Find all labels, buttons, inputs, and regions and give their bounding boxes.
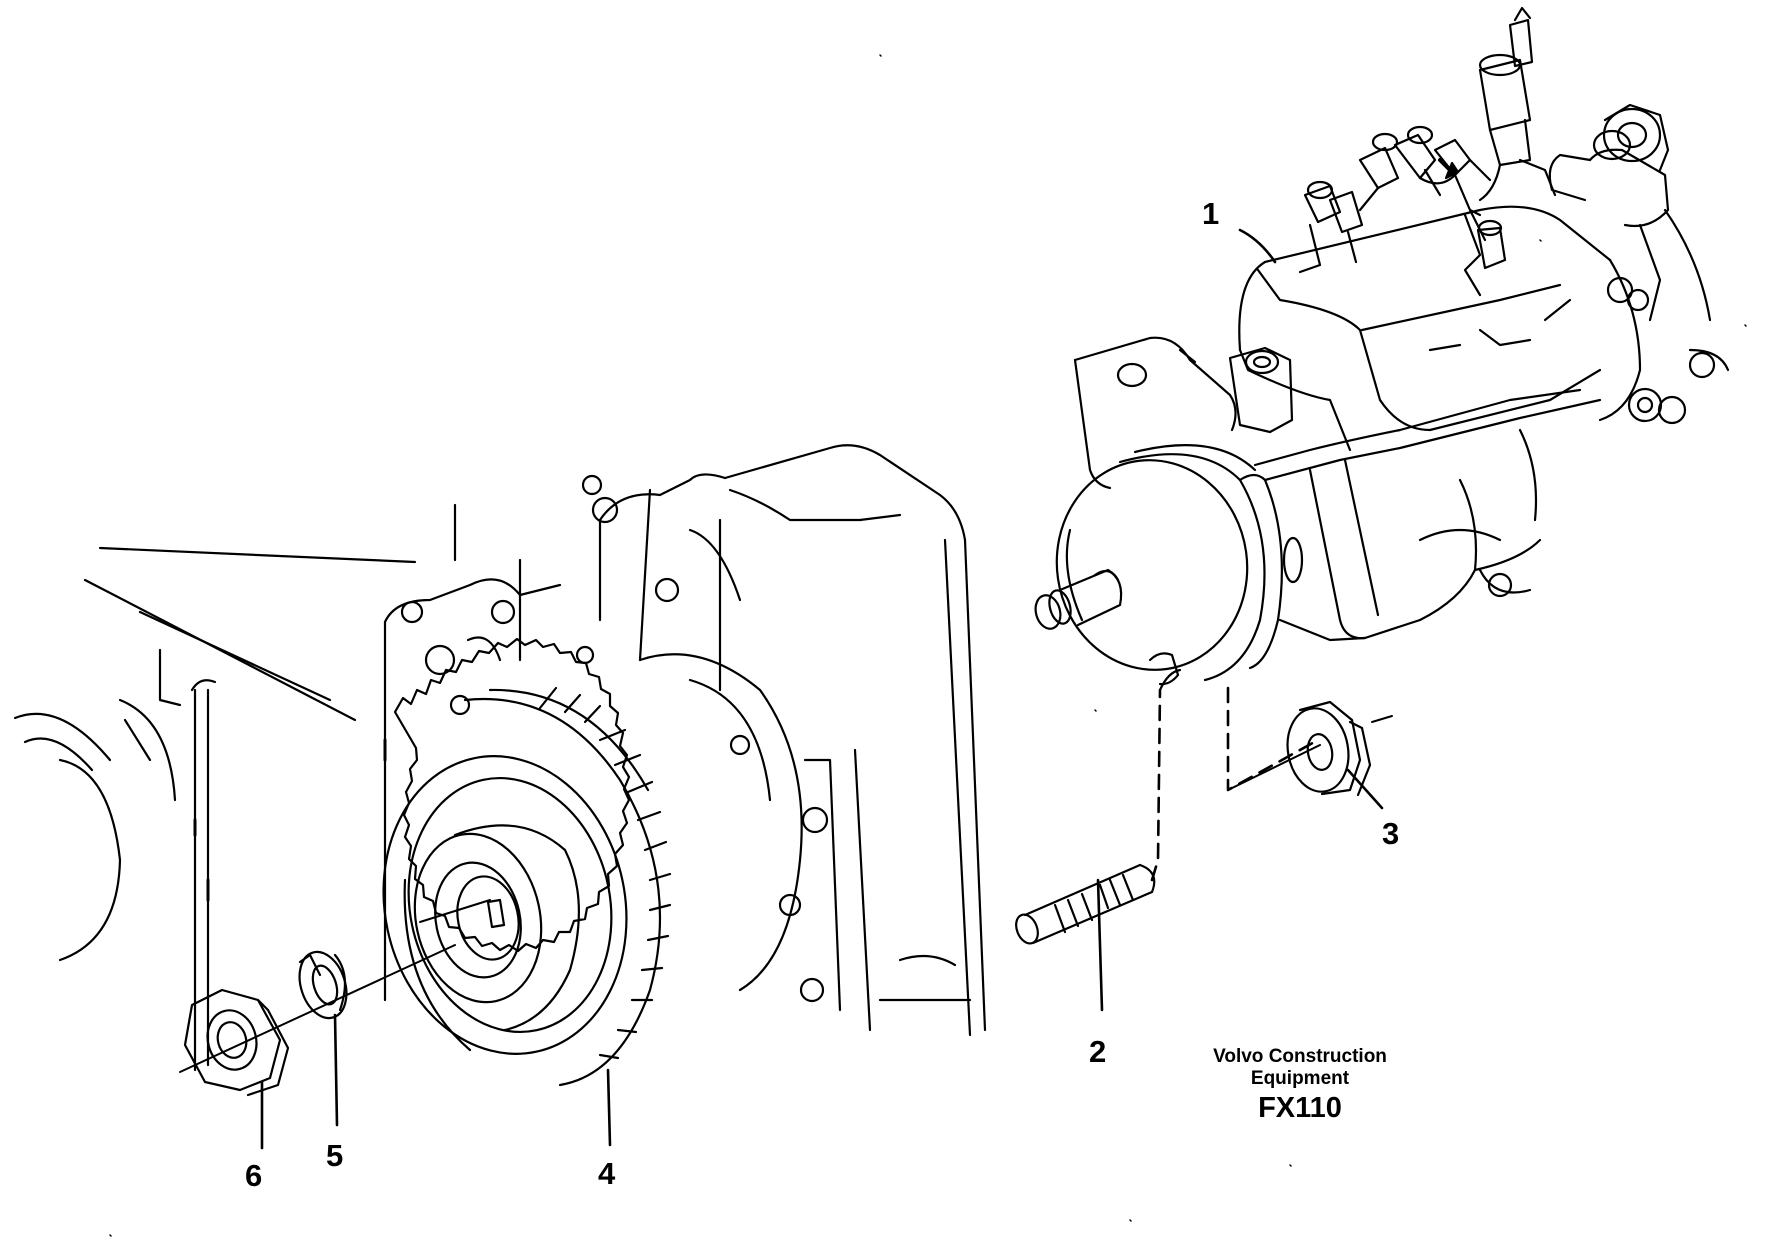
manufacturer-caption: Volvo Construction Equipment FX110 [1190, 1046, 1410, 1125]
flange-nut [1226, 686, 1393, 797]
timing-gear [382, 637, 672, 1087]
callout-1: 1 [1202, 196, 1220, 231]
callout-leaders [260, 228, 1384, 1150]
shaft-axis-line [179, 899, 491, 1073]
lock-washer [298, 950, 348, 1020]
callout-5: 5 [326, 1138, 344, 1173]
figure-code: FX110 [1258, 1091, 1342, 1124]
callout-2: 2 [1089, 1034, 1107, 1069]
caption-line-1: Volvo Construction [1213, 1046, 1387, 1067]
stud-bolt [1015, 652, 1182, 945]
hex-nut [183, 988, 290, 1097]
scan-specks [109, 54, 1747, 1237]
callout-4: 4 [598, 1156, 616, 1191]
caption-line-2: Equipment [1250, 1067, 1350, 1089]
callout-6: 6 [245, 1158, 263, 1193]
engine-timing-case [13, 444, 987, 1072]
injection-pump [1034, 6, 1730, 682]
callout-3: 3 [1382, 816, 1400, 851]
